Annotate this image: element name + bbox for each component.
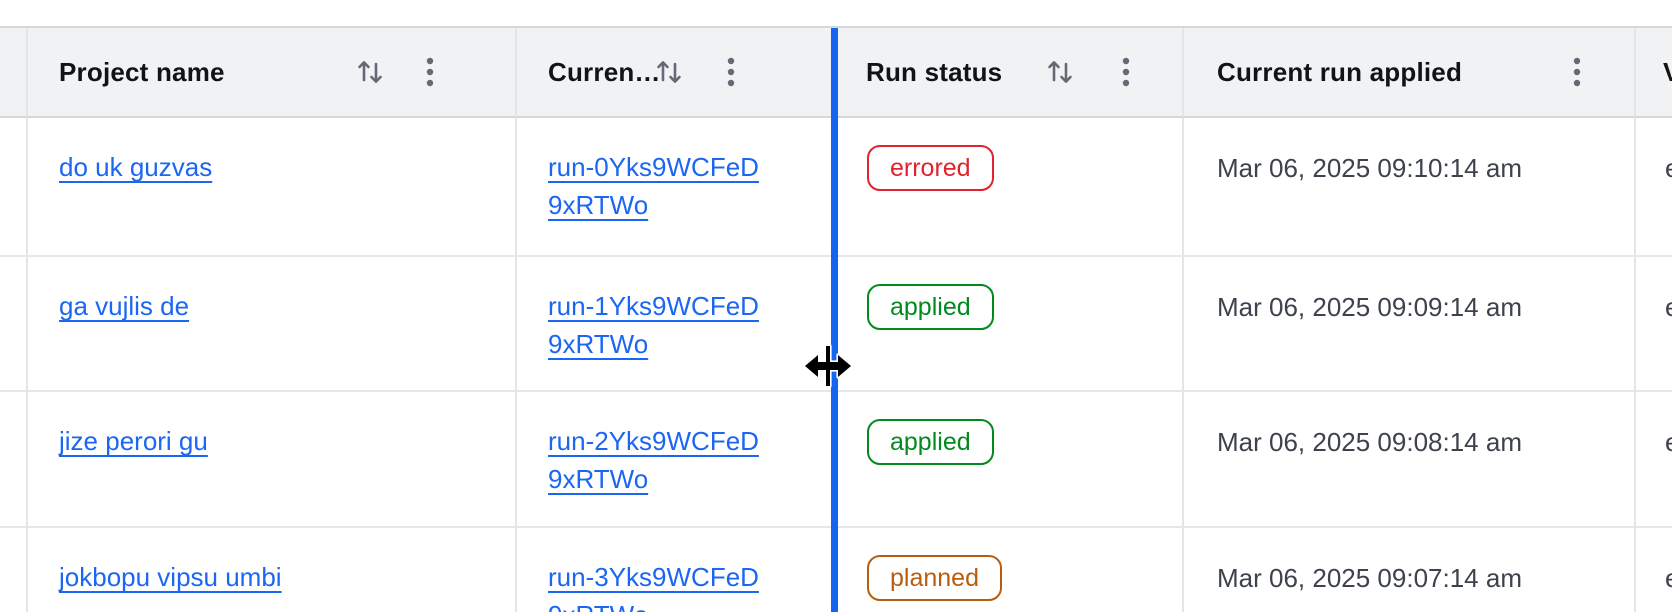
header-current-run-applied: Current run applied [1184, 28, 1636, 118]
run-status-badge: applied [867, 284, 994, 330]
header-label-current-run-applied: Current run applied [1217, 56, 1463, 87]
current-run-applied-timestamp: Mar 06, 2025 09:07:14 am [1217, 563, 1522, 593]
current-run-applied-timestamp: Mar 06, 2025 09:09:14 am [1217, 292, 1522, 322]
header-project-name: Project name [28, 28, 517, 118]
table-row: ga vujlis de run-1Yks9WCFeD9xRTWo applie… [0, 257, 1672, 392]
run-status-badge: errored [867, 145, 994, 191]
table-row: do uk guzvas run-0Yks9WCFeD9xRTWo errore… [0, 118, 1672, 257]
sort-button[interactable] [654, 56, 684, 88]
header-current-run: Curren… [517, 28, 835, 118]
run-status-badge: planned [867, 555, 1002, 601]
sort-arrows-icon [654, 61, 684, 91]
sort-button[interactable] [355, 56, 385, 88]
current-run-applied-timestamp: Mar 06, 2025 09:10:14 am [1217, 153, 1522, 183]
page-background-strip [0, 0, 1672, 28]
header-label-run-status: Run status [866, 56, 1003, 87]
gutter-cell [0, 118, 28, 257]
header-label-next-column: V [1636, 57, 1672, 88]
table-row: jize perori gu run-2Yks9WCFeD9xRTWo appl… [0, 392, 1672, 528]
kebab-menu-icon [1120, 57, 1132, 92]
sort-arrows-icon [355, 61, 385, 91]
project-name-link[interactable]: jokbopu vipsu umbi [59, 562, 282, 592]
header-label-project-name: Project name [59, 56, 225, 87]
current-run-link[interactable]: run-1Yks9WCFeD9xRTWo [548, 291, 759, 359]
gutter-cell [0, 528, 28, 612]
next-column-cell-text: e [1636, 528, 1672, 597]
run-status-badge: applied [867, 419, 994, 465]
table-row: jokbopu vipsu umbi run-3Yks9WCFeD9xRTWo … [0, 528, 1672, 612]
header-label-current-run: Curren… [548, 56, 661, 87]
project-name-link[interactable]: ga vujlis de [59, 291, 190, 321]
project-name-link[interactable]: do uk guzvas [59, 152, 213, 182]
column-menu-button[interactable] [1120, 55, 1132, 89]
header-gutter-cell [0, 28, 28, 118]
header-next-column: V [1636, 28, 1672, 118]
gutter-cell [0, 392, 28, 528]
current-run-applied-timestamp: Mar 06, 2025 09:08:14 am [1217, 427, 1522, 457]
project-name-link[interactable]: jize perori gu [59, 426, 208, 456]
column-resize-indicator[interactable] [831, 28, 838, 612]
next-column-cell-text: e [1636, 392, 1672, 461]
kebab-menu-icon [725, 57, 737, 92]
next-column-cell-text: e [1636, 257, 1672, 326]
current-run-link[interactable]: run-0Yks9WCFeD9xRTWo [548, 152, 759, 220]
column-menu-button[interactable] [1571, 55, 1583, 89]
next-column-cell-text: e [1636, 118, 1672, 187]
current-run-link[interactable]: run-3Yks9WCFeD9xRTWo [548, 562, 759, 612]
column-menu-button[interactable] [424, 55, 436, 89]
current-run-link[interactable]: run-2Yks9WCFeD9xRTWo [548, 426, 759, 494]
sort-button[interactable] [1045, 56, 1075, 88]
header-run-status: Run status [835, 28, 1184, 118]
kebab-menu-icon [424, 57, 436, 92]
gutter-cell [0, 257, 28, 392]
kebab-menu-icon [1571, 57, 1583, 92]
sort-arrows-icon [1045, 61, 1075, 91]
column-resize-cursor-icon [800, 338, 856, 399]
column-menu-button[interactable] [725, 55, 737, 89]
